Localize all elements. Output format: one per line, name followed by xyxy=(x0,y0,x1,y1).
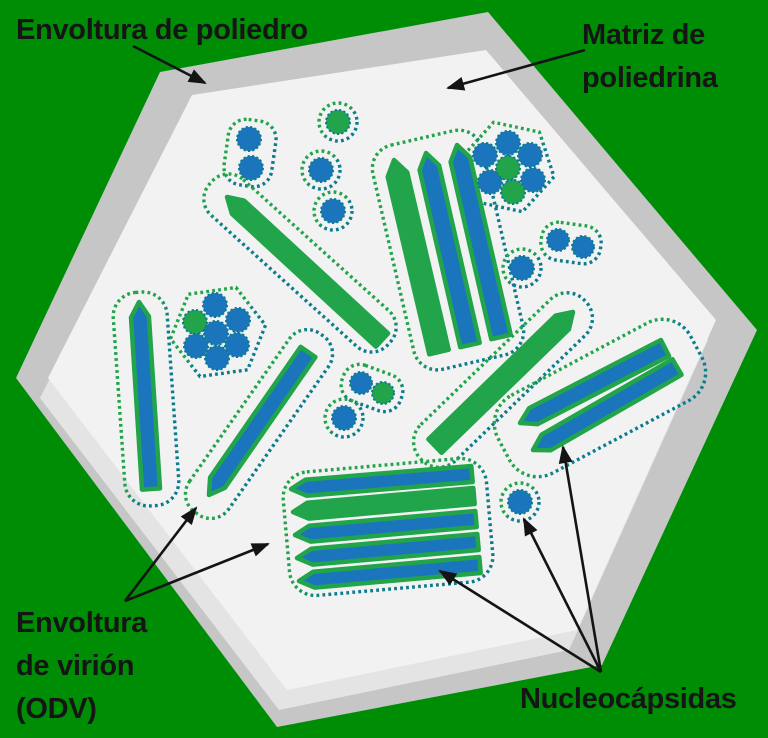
nucleocapsid-rod xyxy=(296,554,483,590)
nucleocapsid-cross-section xyxy=(224,332,250,358)
nucleocapsid-cross-section xyxy=(325,109,351,135)
odv-envelope xyxy=(312,190,354,232)
annotation-arrow xyxy=(123,506,198,602)
nucleocapsid-rod xyxy=(206,344,318,498)
odv-envelope xyxy=(460,120,556,214)
nucleocapsid-cross-section xyxy=(182,309,208,335)
nucleocapsid-rod xyxy=(426,309,576,456)
nucleocapsid-rod xyxy=(292,508,479,544)
odv-envelope xyxy=(370,128,526,372)
odv-envelope xyxy=(202,172,398,354)
nucleocapsid-cross-section xyxy=(349,371,373,395)
nucleocapsid-cross-section xyxy=(546,228,570,252)
label-nucleocapsids: Nucleocápsidas xyxy=(520,683,737,715)
nucleocapsid-rod xyxy=(530,356,684,453)
label-polyhedrin-matrix-line1: Matriz de xyxy=(582,19,705,51)
nucleocapsid-cross-section xyxy=(225,307,251,333)
polyhedrin-matrix-area xyxy=(48,50,716,690)
nucleocapsid-cross-section xyxy=(236,126,262,152)
nucleocapsid-rod xyxy=(294,531,481,567)
nucleocapsid-cross-section xyxy=(495,130,521,156)
odv-envelope xyxy=(499,481,541,523)
label-polyhedrin-matrix: Matriz de poliedrina xyxy=(582,14,718,100)
nucleocapsid-rod xyxy=(288,463,475,498)
nucleocapsid-cross-section xyxy=(204,345,230,371)
label-polyhedron-envelope: Envoltura de poliedro xyxy=(16,14,308,46)
nucleocapsid-cross-section xyxy=(472,142,498,168)
nucleocapsid-rod xyxy=(448,142,513,342)
nucleocapsid-cross-section xyxy=(571,235,595,259)
odv-envelope xyxy=(339,362,405,414)
nucleocapsid-cross-section xyxy=(202,292,228,318)
odv-envelope xyxy=(317,101,359,143)
annotation-arrow xyxy=(438,569,602,674)
nucleocapsid-cross-section xyxy=(507,489,533,515)
nucleocapsid-cross-section xyxy=(495,155,521,181)
label-virion-envelope-odv: Envoltura de virión (ODV) xyxy=(16,602,147,731)
annotation-arrow xyxy=(124,542,270,603)
nucleocapsid-rod xyxy=(224,194,391,349)
nucleocapsid-cross-section xyxy=(203,320,229,346)
odv-envelope xyxy=(281,456,495,598)
nucleocapsid-rod xyxy=(517,337,672,427)
odv-envelope xyxy=(323,397,365,439)
label-virion-envelope-line2: de virión xyxy=(16,650,135,682)
odv-envelope xyxy=(501,247,543,289)
nucleocapsid-cross-section xyxy=(520,167,546,193)
nucleocapsid-rod xyxy=(128,299,163,492)
nucleocapsid-cross-section xyxy=(331,405,357,431)
odv-envelope xyxy=(111,290,181,508)
nucleocapsid-cross-section xyxy=(320,198,346,224)
label-virion-envelope-line1: Envoltura xyxy=(16,607,148,639)
nucleocapsid-cross-section xyxy=(509,255,535,281)
label-polyhedrin-matrix-line2: poliedrina xyxy=(582,62,718,94)
nucleocapsid-rod xyxy=(290,485,477,521)
nucleocapsid-cross-section xyxy=(477,169,503,195)
odv-envelope xyxy=(300,149,342,191)
nucleocapsid-cross-section xyxy=(183,333,209,359)
annotation-arrow xyxy=(558,445,603,673)
nucleocapsid-rod xyxy=(417,150,482,350)
nucleocapsid-cross-section xyxy=(238,155,264,181)
nucleocapsid-cross-section xyxy=(371,381,395,405)
nucleocapsid-rod xyxy=(385,157,451,357)
nucleocapsid-cross-section xyxy=(500,179,526,205)
nucleocapsid-cross-section xyxy=(517,142,543,168)
odv-envelope xyxy=(492,317,708,479)
annotation-arrow xyxy=(132,44,207,85)
nucleocapsid-cross-section xyxy=(308,157,334,183)
odv-envelope xyxy=(539,220,603,266)
label-virion-envelope-line3: (ODV) xyxy=(16,693,97,725)
odv-envelope xyxy=(168,285,268,379)
annotation-arrow xyxy=(522,517,603,673)
annotation-arrow xyxy=(446,48,586,91)
